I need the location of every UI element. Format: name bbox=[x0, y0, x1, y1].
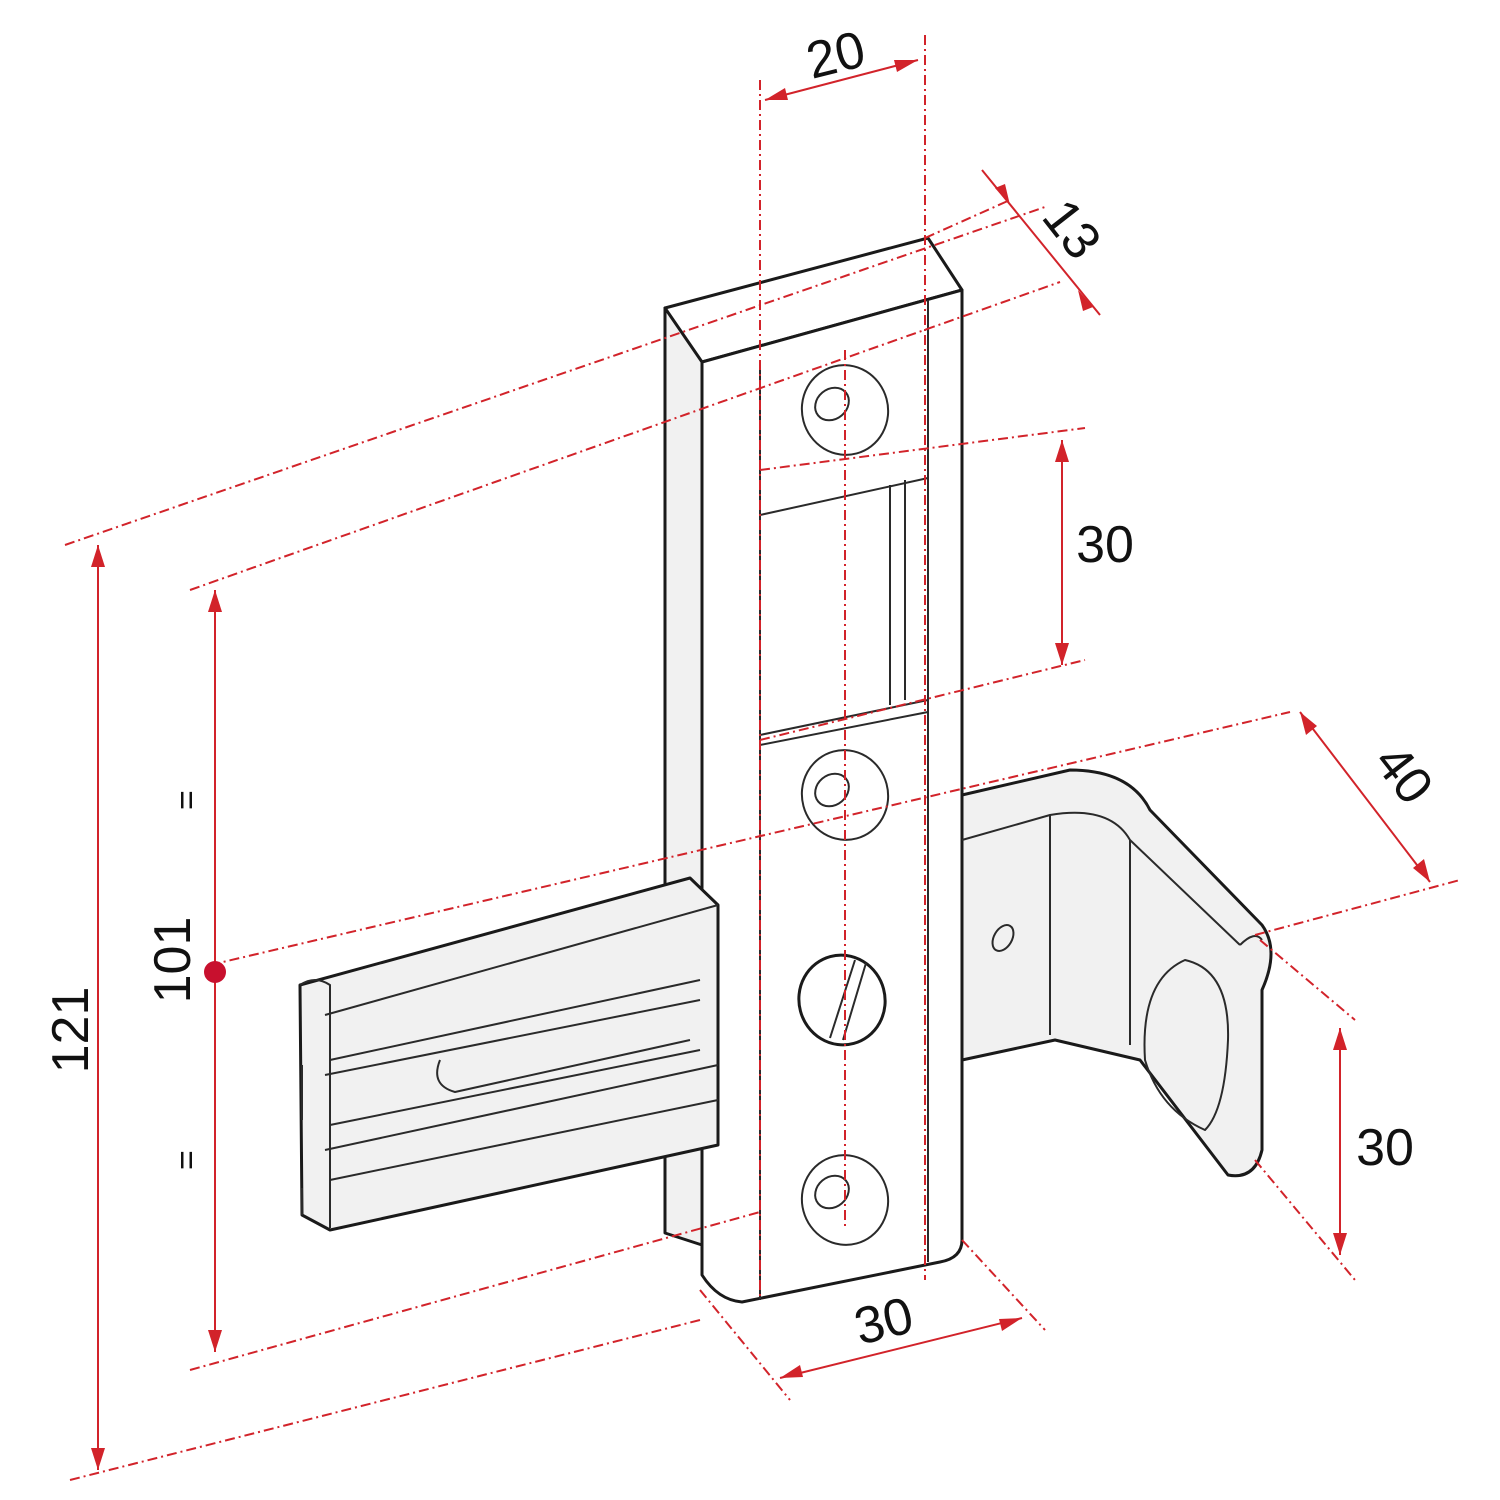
dim-slot-height: 30 bbox=[1076, 516, 1134, 574]
dim-overall-height: 121 bbox=[42, 987, 100, 1074]
bracket-part bbox=[298, 236, 1273, 1304]
dim-depth: 13 bbox=[1031, 189, 1112, 270]
l-bracket-arm bbox=[960, 768, 1273, 1178]
dim-bracket-drop: 30 bbox=[1356, 1119, 1414, 1177]
plate-front-face bbox=[700, 288, 964, 1304]
dimension-arrows bbox=[91, 59, 1431, 1470]
dimension-lines bbox=[64, 35, 1461, 1481]
equal-mark-upper: = bbox=[168, 790, 206, 810]
screw-hole-3 bbox=[800, 1154, 890, 1246]
sliding-rail bbox=[298, 876, 720, 1232]
screw-head bbox=[797, 953, 887, 1047]
dim-bracket-arm: 40 bbox=[1363, 734, 1444, 815]
equal-mark-lower: = bbox=[168, 1150, 206, 1170]
midpoint-marker bbox=[204, 961, 226, 983]
dim-inner-height: 101 bbox=[144, 917, 202, 1004]
dim-top-width: 20 bbox=[801, 20, 871, 90]
dim-base-width: 30 bbox=[849, 1286, 919, 1356]
